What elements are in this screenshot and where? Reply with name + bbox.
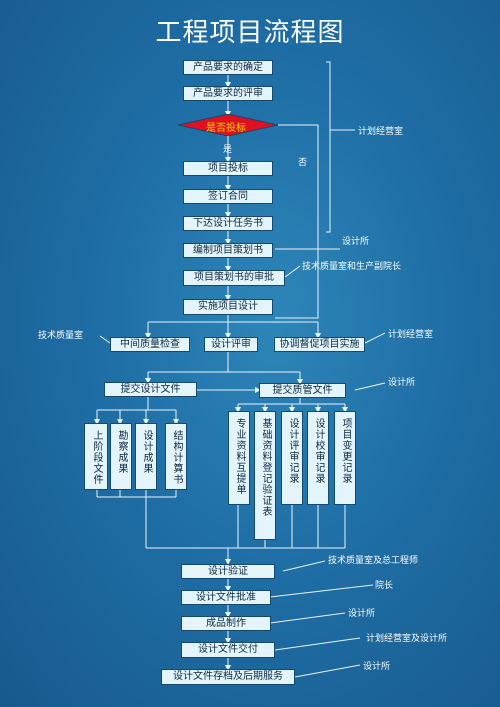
step-design-approval: 设计文件批准 (181, 590, 271, 605)
step-design-delivery: 设计文件交付 (181, 642, 275, 658)
note-planning-office-2: 计划经营室 (388, 330, 434, 340)
page-title: 工程项目流程图 (155, 18, 345, 48)
step-sign-contract: 签订合同 (183, 189, 273, 204)
decision-label: 是否投标 (206, 123, 246, 134)
step-archive-service: 设计文件存档及后期服务 (161, 669, 295, 685)
step-design-verification: 设计验证 (181, 564, 275, 579)
doc-check-review-record: 设计校审记录 (307, 411, 329, 505)
note-design-institute-4: 设计所 (363, 662, 391, 672)
note-president: 院长 (375, 581, 394, 591)
yes-label: 是 (223, 145, 233, 155)
left-submit-design-files: 提交设计文件 (104, 382, 197, 397)
note-design-institute-2: 设计所 (388, 378, 416, 388)
step-project-plan: 编制项目策划书 (183, 243, 273, 258)
note-design-institute: 设计所 (342, 237, 370, 247)
doc-basic-data-register: 基础资料登记验证表 (254, 411, 276, 540)
step-implement-design: 实施项目设计 (183, 299, 273, 315)
doc-previous-stage: 上阶段文件 (84, 423, 108, 490)
step-plan-approval: 项目策划书的审批 (183, 270, 285, 286)
note-quality-and-vp: 技术质量室和生产副院长 (302, 262, 402, 272)
doc-design-review-record: 设计评审记录 (281, 411, 303, 505)
decision-diamond (178, 114, 278, 136)
step-design-review: 设计评审 (204, 337, 258, 352)
doc-survey-results: 勘察成果 (110, 423, 132, 490)
step-product-making: 成品制作 (181, 616, 271, 631)
step-design-task: 下达设计任务书 (183, 216, 273, 231)
note-quality-office: 技术质量室 (38, 331, 84, 341)
note-design-institute-3: 设计所 (348, 609, 376, 619)
note-planning-office: 计划经营室 (358, 127, 404, 137)
note-planning-and-design: 计划经营室及设计所 (366, 634, 448, 644)
step-product-requirements: 产品要求的确定 (183, 60, 273, 75)
doc-change-record: 项目变更记录 (334, 411, 356, 505)
step-coordinate: 协调督促项目实施 (274, 337, 365, 352)
right-submit-quality-files: 提交质管文件 (259, 383, 346, 398)
doc-structure-calc: 结构计算书 (165, 423, 187, 490)
doc-design-results: 设计成果 (135, 423, 157, 490)
note-quality-chief-engineer: 技术质量室及总工程师 (328, 556, 419, 566)
step-bid: 项目投标 (183, 161, 273, 176)
no-label: 否 (298, 158, 308, 168)
doc-data-exchange: 专业资料互提单 (228, 411, 250, 505)
step-requirements-review: 产品要求的评审 (183, 86, 273, 101)
step-mid-quality-check: 中间质量检查 (110, 337, 190, 352)
